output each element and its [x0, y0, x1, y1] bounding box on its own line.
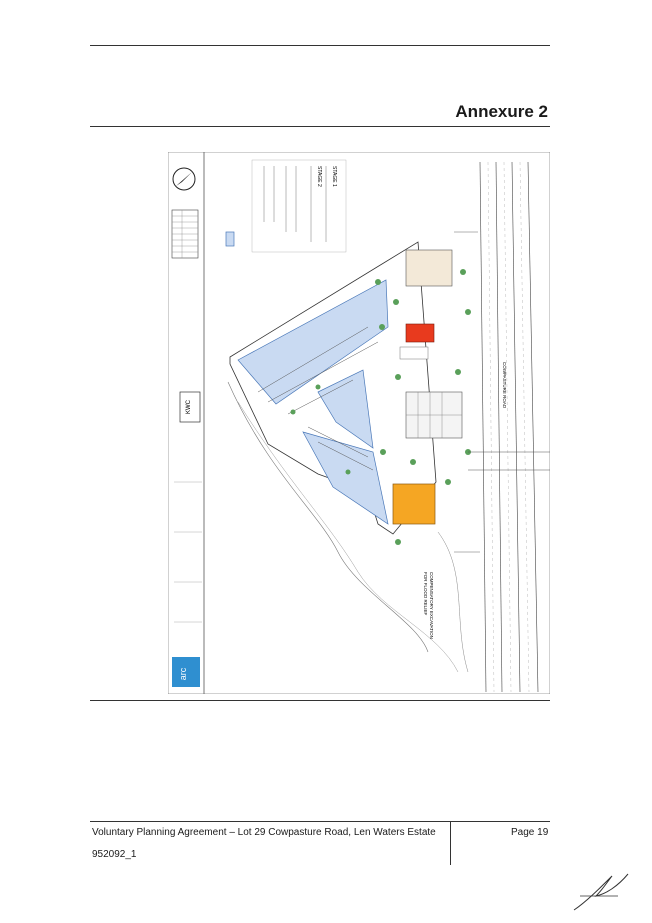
contour-line [237, 401, 459, 673]
footer-doc-number: 952092_1 [92, 849, 137, 860]
footer-title: Voluntary Planning Agreement – Lot 29 Co… [92, 827, 436, 838]
footer-rule [90, 821, 550, 822]
brand-logo: arc [178, 667, 188, 680]
north-arrow-needle [176, 172, 192, 186]
footer-page-number: Page 19 [511, 827, 549, 838]
plan-bottom-rule [90, 700, 550, 701]
flood-note-2: FOR FLOOD RELIEF [423, 572, 428, 616]
red-building [405, 323, 435, 343]
footer-divider [450, 821, 451, 865]
cowpasture-road [479, 161, 539, 693]
stage-parcel-north [237, 279, 389, 405]
car-park-deck [399, 346, 429, 360]
road-label: COWPASTURE ROAD [502, 362, 507, 409]
stage-parcel-south [302, 431, 389, 525]
header-rule [90, 45, 550, 46]
schedule-box [251, 159, 347, 253]
site-plan-drawing: KWC arc STAGE 1 STAGE 2 [168, 152, 550, 694]
stage2-title: STAGE 2 [316, 166, 322, 187]
intersection-road [468, 451, 550, 471]
signature-icon [573, 873, 629, 911]
retail-building-north [405, 249, 453, 287]
client-logo: KWC [186, 399, 192, 414]
creek-line [227, 381, 429, 653]
annexure-title: Annexure 2 [455, 102, 548, 121]
stage1-title: STAGE 1 [331, 166, 337, 187]
flood-note-1: COMPENSATORY EXCAVATION [429, 572, 434, 639]
brand-logo-box [172, 657, 200, 687]
stage-parcel-central [317, 369, 374, 449]
legend-swatch [225, 231, 235, 247]
orange-building [392, 483, 436, 525]
parking-rows [257, 326, 379, 471]
flood-excavation-edge [437, 531, 469, 673]
client-logo-box [179, 391, 201, 423]
title-rule [90, 126, 550, 127]
